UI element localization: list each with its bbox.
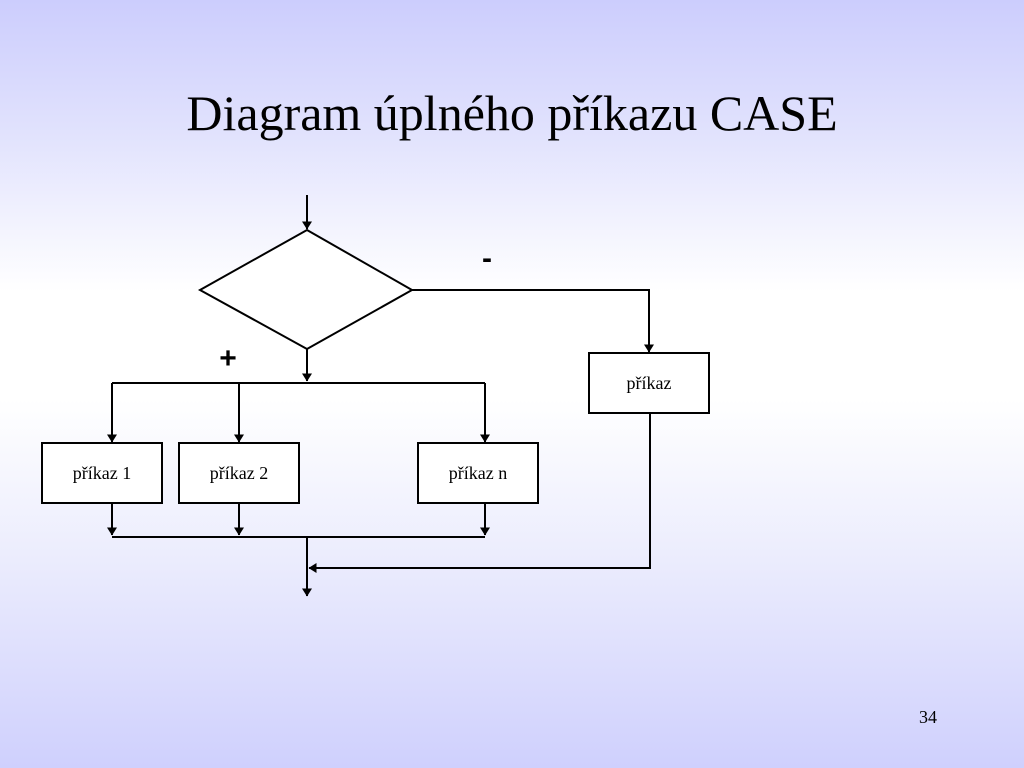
branch-false-label: - <box>482 242 492 275</box>
else-box <box>588 352 710 414</box>
case-n-box <box>417 442 539 504</box>
case-1-box <box>41 442 163 504</box>
case-2-label: příkaz 2 <box>210 463 268 483</box>
else-label: příkaz <box>627 373 672 393</box>
false-branch-arrow <box>412 289 654 353</box>
page-number: 34 <box>919 707 937 727</box>
branch-true-label: + <box>219 342 237 375</box>
decision-diamond <box>197 228 415 351</box>
case-n-label: příkaz n <box>449 463 507 483</box>
case-1-label: příkaz 1 <box>73 463 131 483</box>
slide-title: Diagram úplného příkazu CASE <box>186 85 838 141</box>
else-out-arrow <box>308 414 651 573</box>
